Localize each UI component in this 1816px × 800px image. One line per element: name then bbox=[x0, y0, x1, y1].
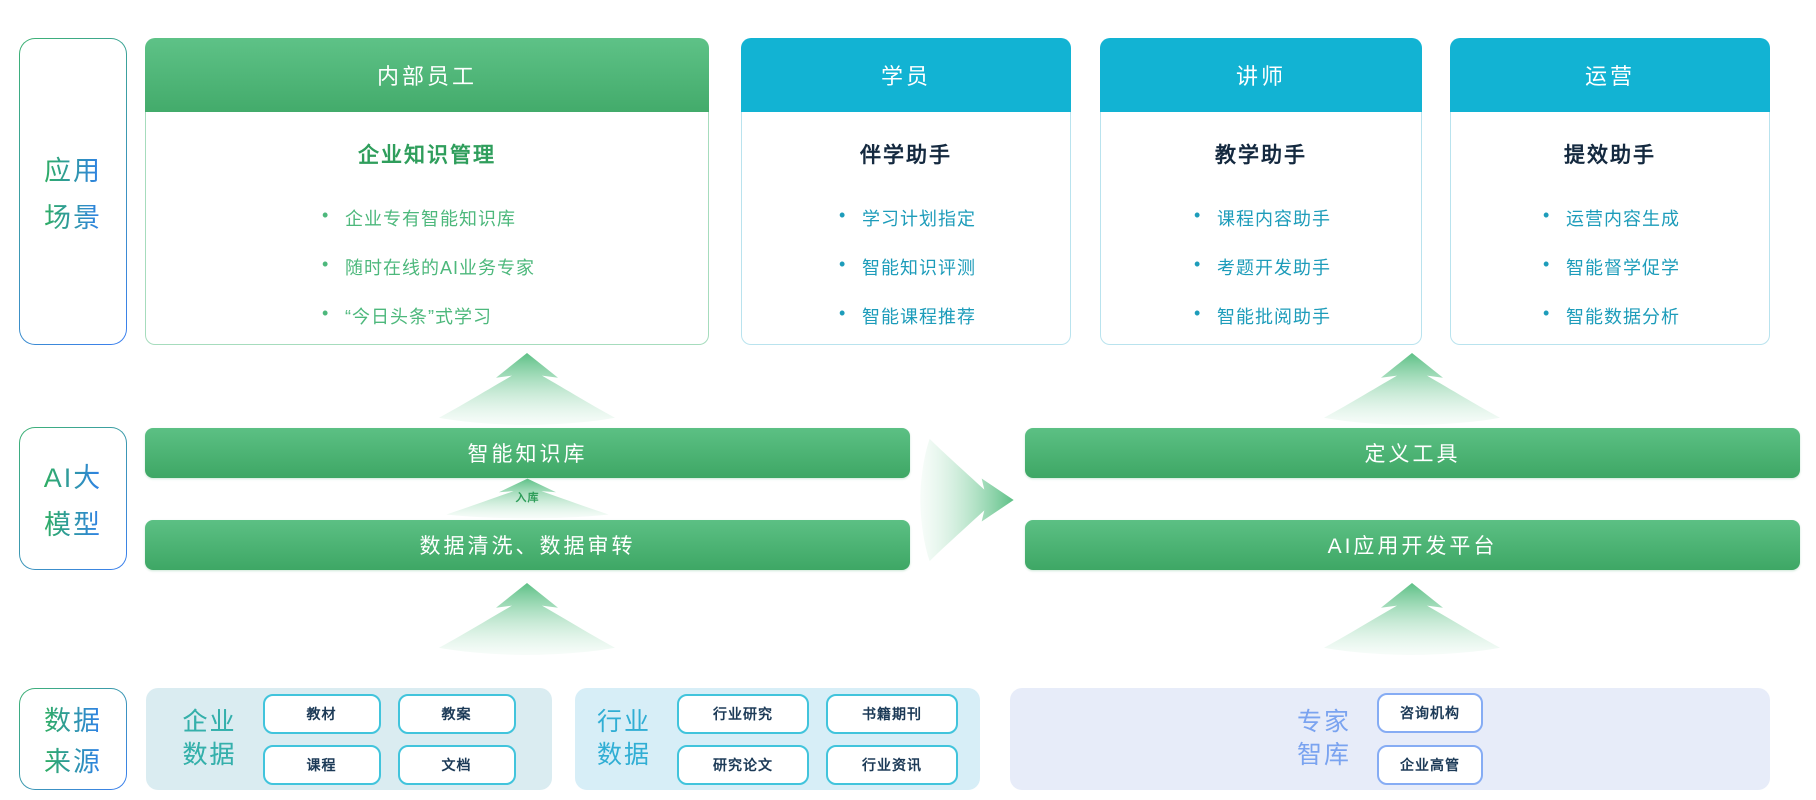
card-bullet: 学习计划指定 bbox=[836, 205, 976, 231]
source-label-line: 数据 bbox=[596, 741, 651, 769]
label-line: 模型 bbox=[44, 503, 102, 542]
source-label-line: 企业 bbox=[182, 708, 237, 736]
card-bullet: 智能督学促学 bbox=[1540, 254, 1680, 280]
card-bullet: 企业专有智能知识库 bbox=[319, 205, 535, 231]
card-header: 学员 bbox=[741, 38, 1071, 112]
source-label-line: 智库 bbox=[1296, 741, 1351, 769]
source-label-line: 专家 bbox=[1296, 708, 1351, 736]
data-pill: 研究论文 bbox=[677, 744, 809, 785]
side-label-ai-model: AI大 模型 bbox=[19, 427, 127, 570]
side-label-application-scenarios: 应用 场景 bbox=[19, 38, 127, 345]
card-bullet: 智能课程推荐 bbox=[836, 303, 976, 329]
source-box-expert-thinktank: 专家 智库 咨询机构 企业高管 bbox=[1010, 688, 1770, 790]
card-bullet-list: 课程内容助手 考题开发助手 智能批阅助手 bbox=[1191, 205, 1331, 352]
pill-column: 咨询机构 企业高管 bbox=[1377, 693, 1483, 785]
card-header: 运营 bbox=[1450, 38, 1770, 112]
up-arrow-icon bbox=[1324, 583, 1500, 655]
scenario-card-instructors: 讲师 教学助手 课程内容助手 考题开发助手 智能批阅助手 bbox=[1100, 38, 1422, 345]
data-pill: 行业研究 bbox=[677, 693, 809, 734]
data-cleaning-bar: 数据清洗、数据审转 bbox=[145, 520, 910, 570]
side-label-data-sources: 数据 来源 bbox=[19, 688, 127, 790]
card-bullet: 考题开发助手 bbox=[1191, 254, 1331, 280]
up-arrow-icon bbox=[439, 583, 615, 655]
data-pill: 企业高管 bbox=[1377, 745, 1483, 785]
source-label: 专家 智库 bbox=[1297, 706, 1351, 772]
card-body: 教学助手 课程内容助手 考题开发助手 智能批阅助手 bbox=[1100, 112, 1422, 345]
card-title: 教学助手 bbox=[1215, 144, 1307, 167]
card-bullet-list: 运营内容生成 智能督学促学 智能数据分析 bbox=[1540, 205, 1680, 352]
label-line: AI大 bbox=[44, 456, 103, 495]
card-body: 企业知识管理 企业专有智能知识库 随时在线的AI业务专家 “今日头条”式学习 bbox=[145, 112, 709, 345]
data-pill: 教材 bbox=[262, 693, 381, 734]
data-pill: 课程 bbox=[262, 744, 381, 785]
ai-dev-platform-bar: AI应用开发平台 bbox=[1025, 520, 1800, 570]
tool-definition-bar: 定义工具 bbox=[1025, 428, 1800, 478]
data-pill: 文档 bbox=[397, 744, 516, 785]
card-title: 提效助手 bbox=[1564, 144, 1656, 167]
side-label-text: 应用 场景 bbox=[20, 39, 126, 344]
bar-label: 智能知识库 bbox=[467, 443, 588, 466]
card-title: 伴学助手 bbox=[860, 144, 952, 167]
scenario-card-operations: 运营 提效助手 运营内容生成 智能督学促学 智能数据分析 bbox=[1450, 38, 1770, 345]
knowledge-base-bar: 智能知识库 bbox=[145, 428, 910, 478]
label-line: 数据 bbox=[44, 699, 102, 738]
pill-grid: 行业研究 书籍期刊 研究论文 行业资讯 bbox=[677, 693, 958, 785]
right-arrow-icon bbox=[920, 438, 1014, 562]
scenario-card-internal-staff: 内部员工 企业知识管理 企业专有智能知识库 随时在线的AI业务专家 “今日头条”… bbox=[145, 38, 709, 345]
card-bullet-list: 学习计划指定 智能知识评测 智能课程推荐 bbox=[836, 205, 976, 352]
source-label: 行业 数据 bbox=[597, 706, 651, 772]
data-pill: 教案 bbox=[397, 693, 516, 734]
data-pill: 行业资讯 bbox=[826, 744, 958, 785]
source-box-enterprise-data: 企业 数据 教材 教案 课程 文档 bbox=[146, 688, 552, 790]
card-bullet: 智能数据分析 bbox=[1540, 303, 1680, 329]
source-label: 企业 数据 bbox=[182, 706, 236, 772]
data-pill: 咨询机构 bbox=[1377, 693, 1483, 733]
label-line: 应用 bbox=[44, 149, 102, 188]
card-body: 提效助手 运营内容生成 智能督学促学 智能数据分析 bbox=[1450, 112, 1770, 345]
source-label-line: 数据 bbox=[182, 741, 237, 769]
up-arrow-icon bbox=[439, 353, 615, 425]
card-bullet-list: 企业专有智能知识库 随时在线的AI业务专家 “今日头条”式学习 bbox=[319, 205, 535, 352]
card-bullet: 智能知识评测 bbox=[836, 254, 976, 280]
bar-label: 定义工具 bbox=[1364, 443, 1461, 466]
up-arrow-icon bbox=[1324, 353, 1500, 425]
card-bullet: 课程内容助手 bbox=[1191, 205, 1331, 231]
label-line: 来源 bbox=[44, 740, 102, 779]
data-pill: 书籍期刊 bbox=[826, 693, 958, 734]
card-bullet: “今日头条”式学习 bbox=[319, 303, 535, 329]
card-bullet: 智能批阅助手 bbox=[1191, 303, 1331, 329]
bar-label: AI应用开发平台 bbox=[1327, 535, 1498, 558]
card-body: 伴学助手 学习计划指定 智能知识评测 智能课程推荐 bbox=[741, 112, 1071, 345]
card-bullet: 运营内容生成 bbox=[1540, 205, 1680, 231]
side-label-text: 数据 来源 bbox=[20, 689, 126, 789]
card-title: 企业知识管理 bbox=[358, 144, 496, 167]
side-label-text: AI大 模型 bbox=[20, 428, 126, 569]
card-bullet: 随时在线的AI业务专家 bbox=[319, 254, 535, 280]
source-box-industry-data: 行业 数据 行业研究 书籍期刊 研究论文 行业资讯 bbox=[575, 688, 980, 790]
pill-grid: 教材 教案 课程 文档 bbox=[262, 693, 516, 785]
scenario-card-students: 学员 伴学助手 学习计划指定 智能知识评测 智能课程推荐 bbox=[741, 38, 1071, 345]
card-header: 讲师 bbox=[1100, 38, 1422, 112]
bar-label: 数据清洗、数据审转 bbox=[419, 535, 636, 558]
ingest-label: 入库 bbox=[515, 492, 540, 504]
label-line: 场景 bbox=[44, 196, 102, 235]
ingest-arrow: 入库 bbox=[440, 478, 615, 519]
source-label-line: 行业 bbox=[596, 708, 651, 736]
card-header: 内部员工 bbox=[145, 38, 709, 112]
